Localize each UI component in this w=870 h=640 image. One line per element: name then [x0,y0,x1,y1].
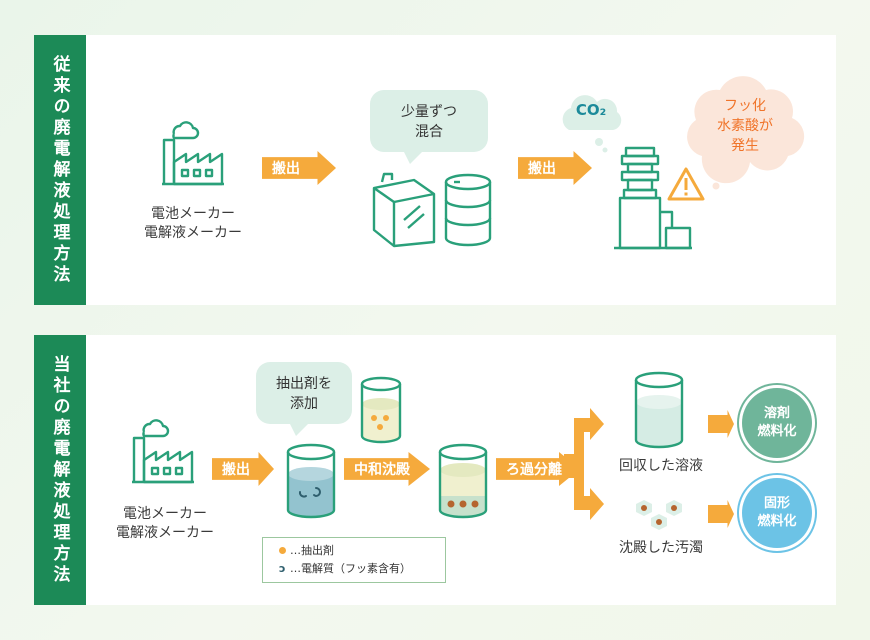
incinerator-icon [614,146,692,250]
factory-label: 電池メーカー 電解液メーカー [116,506,214,541]
speech-bubble: 少量ずつ 混合 [370,90,488,164]
hf-warning-text: フッ化 水素酸が 発生 [717,98,773,154]
factory-icon [132,419,194,484]
legend-extractant: …抽出剤 [279,542,445,560]
co2-cloud-icon [562,95,622,153]
new-method-title: 当社の廃電解液処理方法 [34,335,86,605]
speech-bubble: 抽出剤を 添加 [256,362,352,436]
electrolyte-beaker-icon [286,443,336,519]
solvent-fuel-circle: 溶剤燃料化 [742,388,812,458]
old-method-panel: 従来の廃電解液処理方法 [34,35,836,305]
legend: …抽出剤 ↄ…電解質（フッ素含有） [262,537,446,583]
hf-cloud-icon [687,76,805,190]
sludge-label: 沈殿した汚濁 [619,540,703,556]
precipitate-beaker-icon [438,443,488,519]
electrolyte-swirl-icon: ↄ [279,562,286,575]
old-method-title: 従来の廃電解液処理方法 [34,35,86,305]
warning-icon [667,167,705,201]
branch-arrow-icon [564,408,604,520]
factory-label: 電池メーカー 電解液メーカー [144,206,242,241]
extractant-dot-icon [279,547,286,554]
co2-text: CO₂ [575,101,607,119]
sludge-icon [636,500,682,530]
container-icon [372,172,492,248]
extractant-beaker-icon [360,376,402,444]
factory-icon [162,121,224,186]
solid-fuel-circle: 固形燃料化 [742,478,812,548]
recovered-solution-icon [634,371,684,449]
legend-electrolyte: ↄ…電解質（フッ素含有） [279,560,445,578]
recovered-solution-label: 回収した溶液 [619,458,703,474]
